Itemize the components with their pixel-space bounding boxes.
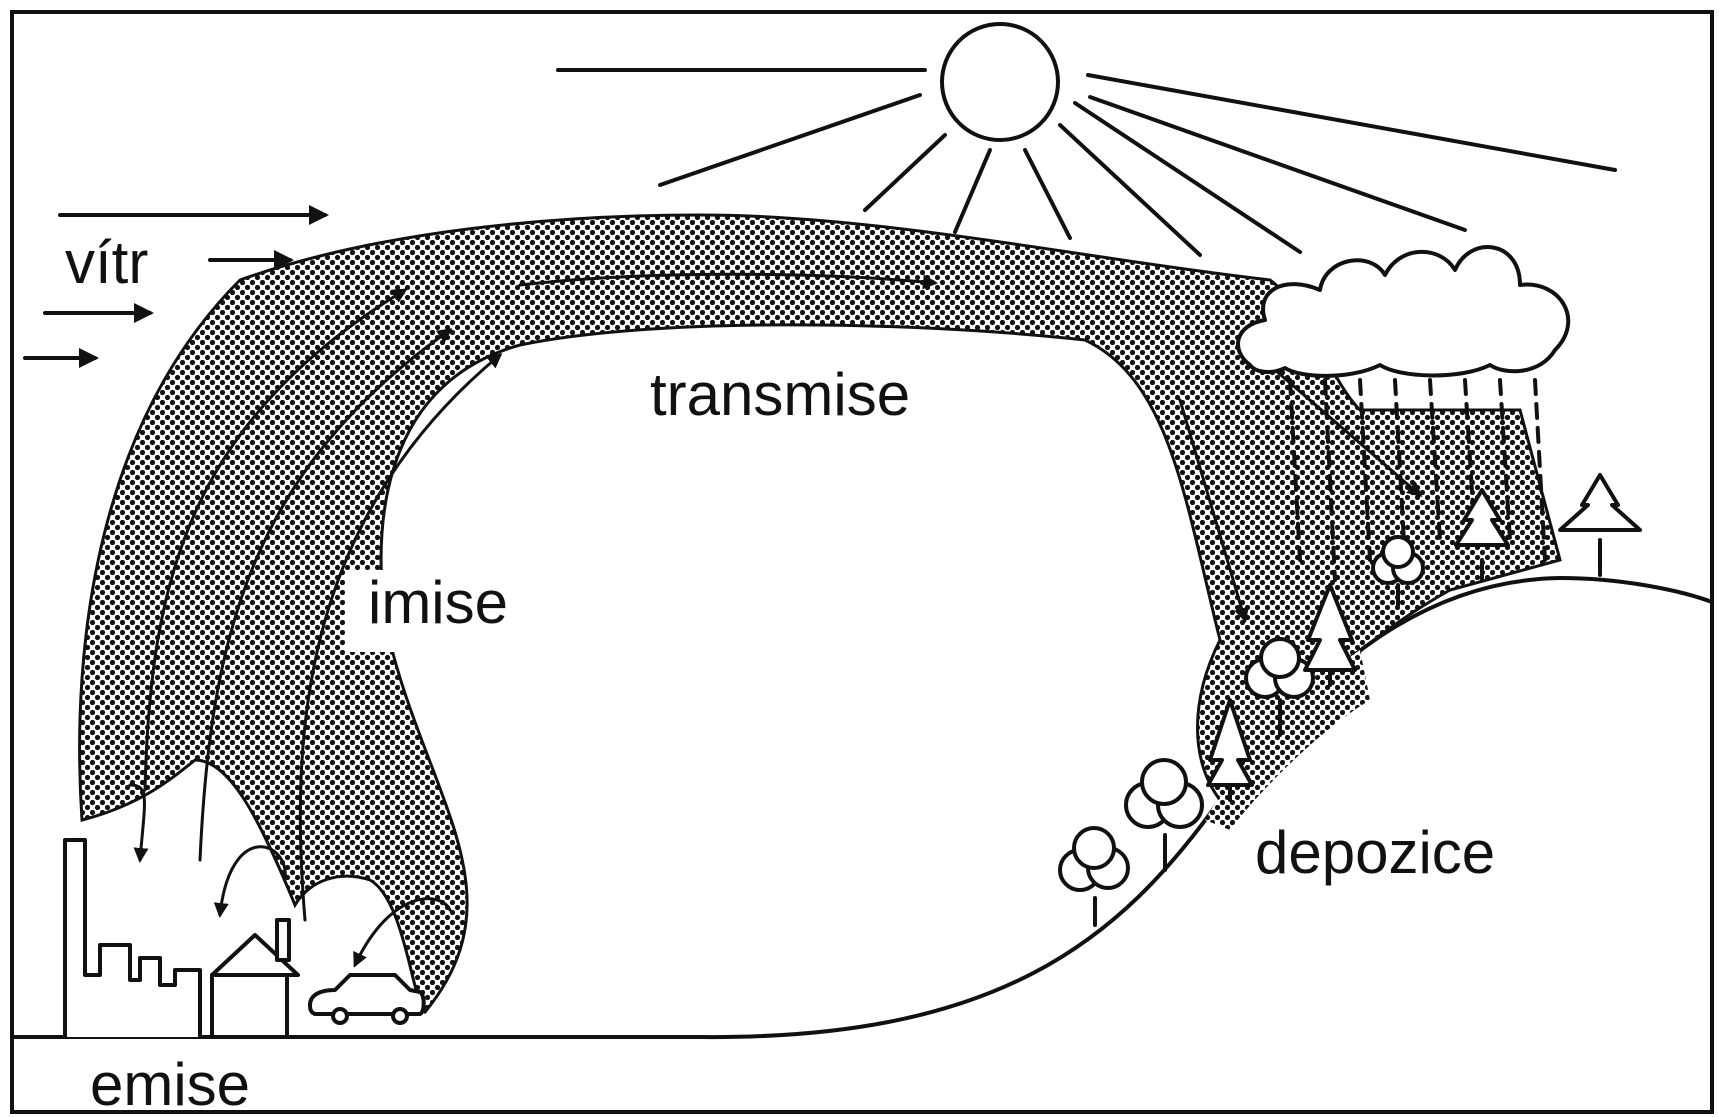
tree-icon xyxy=(1560,475,1640,575)
tree-icon xyxy=(1060,828,1128,925)
label-immission: imise xyxy=(368,569,508,636)
house-icon xyxy=(212,920,298,1037)
label-deposition: depozice xyxy=(1255,819,1495,886)
label-wind: vítr xyxy=(65,229,148,296)
cloud-icon xyxy=(1238,247,1568,376)
tree-icon xyxy=(1126,760,1202,870)
car-icon xyxy=(310,975,424,1023)
label-emission: emise xyxy=(90,1051,250,1117)
label-transmission: transmise xyxy=(650,361,910,428)
factory-icon xyxy=(65,840,200,1037)
